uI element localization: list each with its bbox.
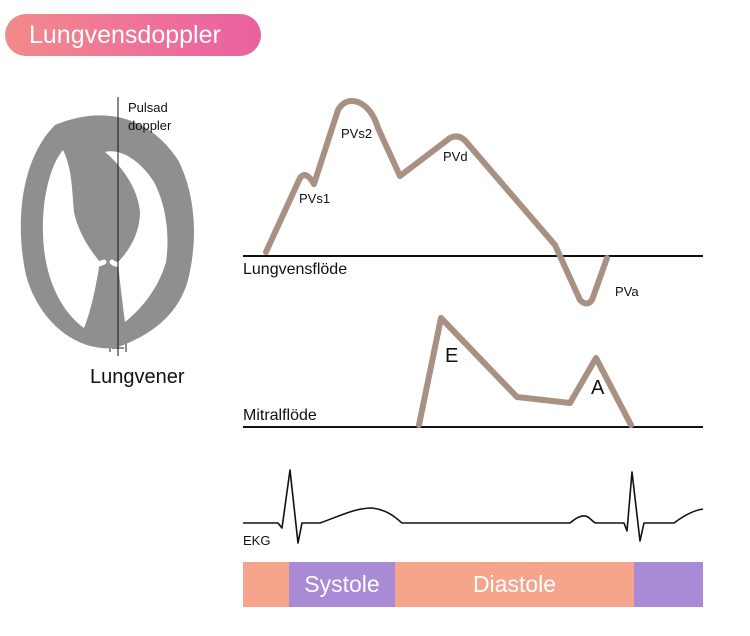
page-title: Lungvensdoppler xyxy=(29,21,221,49)
phase-diastole: Diastole xyxy=(395,562,634,607)
systole-label: Systole xyxy=(304,571,380,597)
heart-illustration xyxy=(20,115,194,352)
pulmonary-vein-label: Lungvener xyxy=(90,366,185,388)
mitral-flow-wave xyxy=(416,315,634,428)
probe-label-line1: Pulsad xyxy=(128,100,168,115)
pva-label: PVa xyxy=(615,284,639,299)
pulmonary-flow-wave xyxy=(263,98,610,307)
a-wave-label: A xyxy=(591,377,605,399)
septum-branches xyxy=(47,247,163,271)
diastole-label: Diastole xyxy=(472,571,557,597)
e-wave-label: E xyxy=(445,345,459,367)
probe-label-line2: doppler xyxy=(128,118,172,133)
phase-systole-end xyxy=(634,562,703,607)
phase-diastole-start xyxy=(243,562,289,607)
pulmonary-vein-stubs xyxy=(109,330,127,352)
mitral-flow-label: Mitralflöde xyxy=(243,407,317,424)
ecg-trace xyxy=(243,469,704,544)
heart-body xyxy=(20,115,194,349)
pvs1-label: PVs1 xyxy=(299,191,331,206)
pulmonary-flow-label: Lungvensflöde xyxy=(243,261,348,278)
pvd-label: PVd xyxy=(443,149,468,164)
pvs2-label: PVs2 xyxy=(341,126,373,141)
phase-systole: Systole xyxy=(289,562,395,607)
ecg-label: EKG xyxy=(243,533,271,548)
title-badge: Lungvensdoppler xyxy=(5,14,261,56)
